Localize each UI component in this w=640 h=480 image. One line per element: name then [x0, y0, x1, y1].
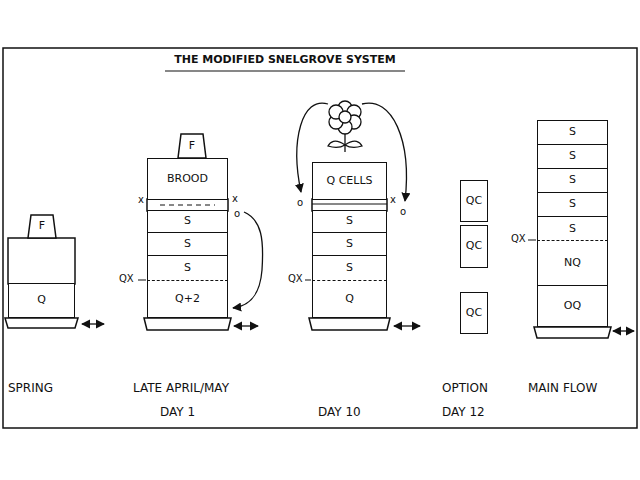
stage-caption: MAIN FLOW: [528, 382, 597, 395]
hive-box: S: [537, 216, 608, 241]
title-underline: [165, 70, 405, 71]
hive-stand: [144, 318, 231, 330]
box-label: S: [569, 198, 576, 210]
box-label: S: [569, 126, 576, 138]
box-label: S: [569, 223, 576, 235]
hive-box: Q CELLS: [312, 162, 387, 200]
hive-box: S: [312, 255, 387, 281]
hive-stand: [534, 327, 611, 338]
hive-box: OQ: [537, 285, 608, 327]
box-label: S: [569, 174, 576, 186]
excluder-label: QX: [510, 233, 527, 244]
box-label: S: [346, 215, 353, 227]
hive-stand: [5, 318, 78, 328]
box-label: S: [184, 215, 191, 227]
hive-box: Q+2: [147, 280, 228, 318]
stage-caption: LATE APRIL/MAY: [133, 382, 229, 395]
hive-stand: [309, 318, 390, 330]
frame: [3, 48, 637, 428]
box-label: Q: [37, 294, 46, 306]
box-label: Q: [345, 293, 354, 305]
hive-box: Q: [8, 283, 75, 318]
hive-box: S: [537, 144, 608, 169]
mark-label: x: [231, 193, 239, 204]
box-label: F: [39, 220, 45, 232]
title: THE MODIFIED SNELGROVE SYSTEM: [172, 53, 398, 66]
stage-caption: DAY 1: [160, 406, 195, 419]
box-label: F: [189, 140, 195, 152]
stage-caption: SPRING: [8, 382, 53, 395]
hive-box: BROOD: [147, 158, 228, 200]
mark-label: o: [399, 206, 407, 217]
excluder-label: QX: [287, 273, 304, 284]
hive-box: S: [147, 255, 228, 281]
hive-box: QC: [460, 225, 488, 268]
hive-box: QC: [460, 292, 488, 334]
hive-box: S: [147, 210, 228, 233]
stage-caption: DAY 10: [318, 406, 361, 419]
box-label: S: [184, 238, 191, 250]
box-label: BROOD: [167, 173, 208, 185]
hive-box: S: [147, 232, 228, 256]
hive-box: S: [312, 210, 387, 233]
hive-box: QC: [460, 180, 488, 222]
feeder: F: [27, 214, 57, 239]
hive-box: Q: [312, 280, 387, 318]
box-label: S: [569, 150, 576, 162]
move-arrow: [233, 212, 263, 308]
stage-caption: OPTION: [442, 382, 488, 395]
hive-box: S: [537, 168, 608, 193]
box-label: Q+2: [175, 293, 200, 305]
box-label: OQ: [564, 300, 581, 312]
box-label: S: [346, 238, 353, 250]
box-label: Q CELLS: [326, 175, 372, 187]
hive-box: S: [537, 192, 608, 217]
box-label: S: [346, 262, 353, 274]
mark-label: x: [137, 194, 145, 205]
flower: [328, 101, 362, 152]
excluder-label: QX: [118, 273, 135, 284]
box-label: NQ: [564, 257, 581, 269]
hive-box: S: [537, 120, 608, 145]
feeder: F: [177, 133, 207, 159]
hive-box: [8, 238, 75, 284]
hive-box: NQ: [537, 240, 608, 286]
mark-label: o: [233, 208, 241, 219]
mark-label: x: [389, 194, 397, 205]
box-label: S: [184, 262, 191, 274]
stage-caption: DAY 12: [442, 406, 485, 419]
box-label: QC: [466, 240, 482, 252]
box-label: QC: [466, 195, 482, 207]
box-label: QC: [466, 307, 482, 319]
mark-label: o: [296, 197, 304, 208]
hive-box: S: [312, 232, 387, 256]
